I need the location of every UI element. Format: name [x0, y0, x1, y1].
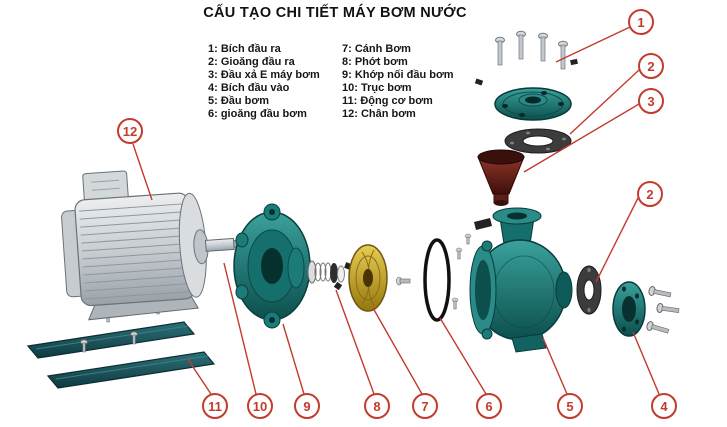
legend-item-7: 7: Cánh Bơm	[342, 43, 411, 55]
legend-item-8: 8: Phớt bơm	[342, 56, 408, 68]
legend-item-6: 6: gioăng đầu bơm	[208, 108, 307, 120]
part-seal-stack	[307, 260, 352, 291]
callout-5: 5	[557, 393, 583, 419]
legend-item-5: 5: Đầu bơm	[208, 95, 269, 107]
legend-item-10: 10: Trục bơm	[342, 82, 412, 94]
legend-item-3: 3: Đầu xả E máy bơm	[208, 69, 320, 81]
callout-8: 8	[364, 393, 390, 419]
legend-item-12: 12: Chân bơm	[342, 108, 416, 120]
part-output-flange	[474, 30, 578, 121]
part-pump-head-gasket	[423, 238, 463, 322]
callout-12: 12	[117, 118, 143, 144]
legend-item-9: 9: Khớp nối đầu bơm	[342, 69, 454, 81]
legend: 1: Bích đầu ra 2: Gioăng đầu ra 3: Đầu x…	[208, 44, 492, 120]
callout-6: 6	[476, 393, 502, 419]
callout-7: 7	[412, 393, 438, 419]
part-output-gasket	[504, 128, 572, 154]
callout-10: 10	[247, 393, 273, 419]
callout-1: 1	[628, 9, 654, 35]
legend-item-2: 2: Gioăng đầu ra	[208, 56, 295, 68]
callout-2-mid: 2	[637, 181, 663, 207]
part-input-flange	[612, 281, 680, 337]
part-discharge-funnel	[464, 149, 525, 245]
part-pump-head	[469, 207, 573, 353]
diagram-title: CẤU TẠO CHI TIẾT MÁY BƠM NƯỚC	[203, 5, 467, 21]
part-shaft	[204, 237, 240, 252]
part-inlet-gasket	[576, 265, 602, 315]
impeller-bolt	[396, 276, 411, 286]
callout-2-top: 2	[638, 53, 664, 79]
leader-lines	[132, 26, 660, 395]
part-motor	[61, 170, 240, 321]
legend-item-11: 11: Động cơ bơm	[342, 95, 433, 107]
input-flange-bolts	[646, 286, 680, 334]
legend-column-1: 1: Bích đầu ra 2: Gioăng đầu ra 3: Đầu x…	[208, 44, 326, 120]
callout-3: 3	[638, 88, 664, 114]
legend-item-4: 4: Bích đầu vào	[208, 82, 290, 94]
part-impeller	[348, 244, 411, 312]
part-coupling-flange	[233, 203, 311, 329]
callout-11: 11	[202, 393, 228, 419]
legend-column-2: 7: Cánh Bơm 8: Phớt bơm 9: Khớp nối đầu …	[342, 44, 492, 120]
output-flange-bolts	[474, 30, 578, 86]
callout-9: 9	[294, 393, 320, 419]
callout-4: 4	[651, 393, 677, 419]
legend-item-1: 1: Bích đầu ra	[208, 43, 281, 55]
